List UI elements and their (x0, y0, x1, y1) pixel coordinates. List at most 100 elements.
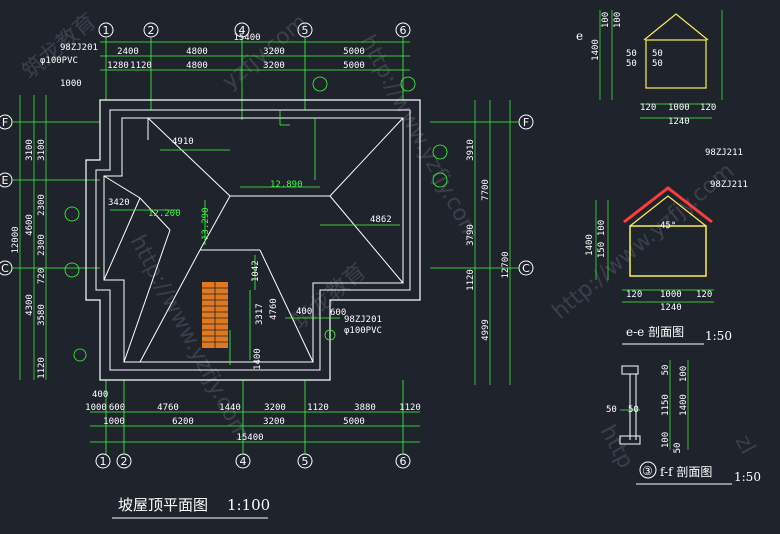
dim-left-7: 4300 (25, 294, 35, 316)
elev-12200: 12.200 (148, 209, 181, 219)
section-e-top: e 100 100 1400 50 50 50 50 120 1000 120 … (576, 10, 748, 190)
plan-title: 坡屋顶平面图 (118, 496, 208, 514)
ref-98zj211-b: 98ZJ211 (710, 180, 748, 190)
dim-b1-b: 600 (109, 403, 125, 413)
bottom-axis-bubbles: 1 2 4 5 6 (95, 453, 411, 469)
axis-top-5: 5 (302, 24, 309, 37)
bottom-dimension-lines (90, 411, 420, 443)
right-dims: 3910 7700 3790 1120 12700 4999 (466, 139, 511, 341)
dim-left-6: 720 (37, 268, 47, 284)
watermark-6: http (595, 421, 638, 473)
dim-left-8: 3580 (37, 304, 47, 326)
f-dim-2: 50 (628, 405, 639, 415)
axis-bottom-6: 6 (400, 455, 407, 468)
dim-b1-g: 3880 (354, 403, 376, 413)
dim-b1-f: 1120 (307, 403, 329, 413)
dim-left-top: 1000 (60, 79, 82, 89)
e2-dim-7: 1240 (660, 303, 682, 313)
plan-scale: 1:100 (227, 496, 270, 514)
axis-bottom-2: 2 (121, 455, 128, 468)
f-dim-7: 50 (661, 365, 671, 376)
dim-right-6: 4999 (481, 319, 491, 341)
dim-top1-c: 3200 (263, 47, 285, 57)
e2-dim-5: 1000 (660, 290, 682, 300)
section-f-number: ③ (642, 464, 653, 478)
section-f-title: f-f 剖面图 (660, 465, 712, 479)
e2-dim-6: 120 (696, 290, 712, 300)
dim-top2-c: 4800 (186, 61, 208, 71)
ref-98zj211-a: 98ZJ211 (705, 148, 743, 158)
section-e-title: e-e 剖面图 (626, 325, 684, 339)
dim-b1-d: 1440 (219, 403, 241, 413)
axis-right-f: F (523, 116, 529, 129)
e2-dim-4: 120 (626, 290, 642, 300)
dim-left-1: 3100 (25, 139, 35, 161)
dim-b2-d: 5000 (343, 417, 365, 427)
pipe-spec-right: φ100PVC (344, 326, 382, 336)
e-dim-1: 100 (601, 12, 611, 28)
e2-angle: 45° (660, 221, 676, 231)
dim-left-4: 4600 (25, 214, 35, 236)
f-dim-1: 50 (606, 405, 617, 415)
dim-left-9: 1120 (37, 357, 47, 379)
elev-12890: 12.890 (270, 180, 303, 190)
dim-inner-3420: 3420 (108, 198, 130, 208)
watermark-7: zl (730, 431, 760, 458)
e-dim-7: 50 (652, 59, 663, 69)
axis-right-c: C (522, 262, 530, 275)
axis-bottom-4: 4 (240, 455, 247, 468)
dim-inner-3317: 3317 (255, 303, 265, 325)
inner-ref-lines (110, 110, 400, 365)
dim-b1-h: 1120 (399, 403, 421, 413)
dim-right-1: 3910 (466, 139, 476, 161)
elev-13290: 13.290 (201, 207, 211, 240)
axis-top-2: 2 (148, 24, 155, 37)
roof-plan: 1 2 4 5 6 1 2 4 5 6 F E C F C (0, 22, 534, 519)
dim-inner-4760: 4760 (269, 298, 279, 320)
stair (202, 282, 228, 348)
dim-b2-a: 1000 (103, 417, 125, 427)
axis-bottom-1: 1 (100, 455, 107, 468)
bottom-dims: 1000 600 4760 1440 3200 1120 3880 1120 1… (85, 403, 421, 443)
dim-inner-1042: 1042 (251, 260, 261, 282)
f-dim-5: 100 (661, 432, 671, 448)
dim-left-5: 2300 (37, 234, 47, 256)
dim-inner-4910: 4910 (172, 137, 194, 147)
hip-lines (103, 117, 404, 363)
dim-right-4: 1120 (466, 269, 476, 291)
dim-top2-a: 1280 (107, 61, 129, 71)
axis-top-6: 6 (400, 24, 407, 37)
dim-left-3: 2300 (37, 194, 47, 216)
pipe-label-right: 98ZJ201 (344, 315, 382, 325)
axis-left-e: E (2, 174, 9, 187)
dim-right-2: 7700 (481, 179, 491, 201)
e-dim-6: 50 (652, 49, 663, 59)
dim-top-total: 15400 (233, 33, 260, 43)
dim-b1-e: 3200 (264, 403, 286, 413)
dim-right-5: 12700 (501, 251, 511, 278)
pipe-spec-top: φ100PVC (40, 56, 78, 66)
pipe-label-top: 98ZJ201 (60, 43, 98, 53)
dim-top1-b: 4800 (186, 47, 208, 57)
dim-inner-400: 400 (296, 307, 312, 317)
e2-dim-1: 100 (597, 220, 607, 236)
right-axis-bubbles: F C (518, 114, 534, 276)
dim-top2-d: 3200 (263, 61, 285, 71)
section-e-lower: 100 1400 150 120 1000 120 1240 45° e-e 剖… (585, 186, 732, 345)
f-dim-3: 1150 (661, 394, 671, 416)
dim-b2-c: 3200 (263, 417, 285, 427)
e2-dim-3: 150 (597, 242, 607, 258)
dim-top1-a: 2400 (117, 47, 139, 57)
dim-b2-b: 6200 (172, 417, 194, 427)
f-dim-4: 1400 (679, 394, 689, 416)
axis-top-1: 1 (103, 24, 110, 37)
section-f: 50 50 1150 1400 100 100 50 50 ③ f-f 剖面图 … (606, 360, 761, 485)
left-dimension-lines (19, 95, 47, 380)
right-dimension-lines (474, 100, 511, 385)
dim-inner-1400: 1400 (253, 348, 263, 370)
left-dims: 12000 3100 3100 2300 4600 2300 720 4300 … (11, 139, 47, 379)
dim-left-outer: 12000 (11, 226, 21, 253)
watermark-layer: http://www.yzfjy.com http://www.yzfjy.co… (18, 9, 760, 473)
drain-circles (64, 76, 448, 362)
f-dim-8: 50 (673, 443, 683, 454)
